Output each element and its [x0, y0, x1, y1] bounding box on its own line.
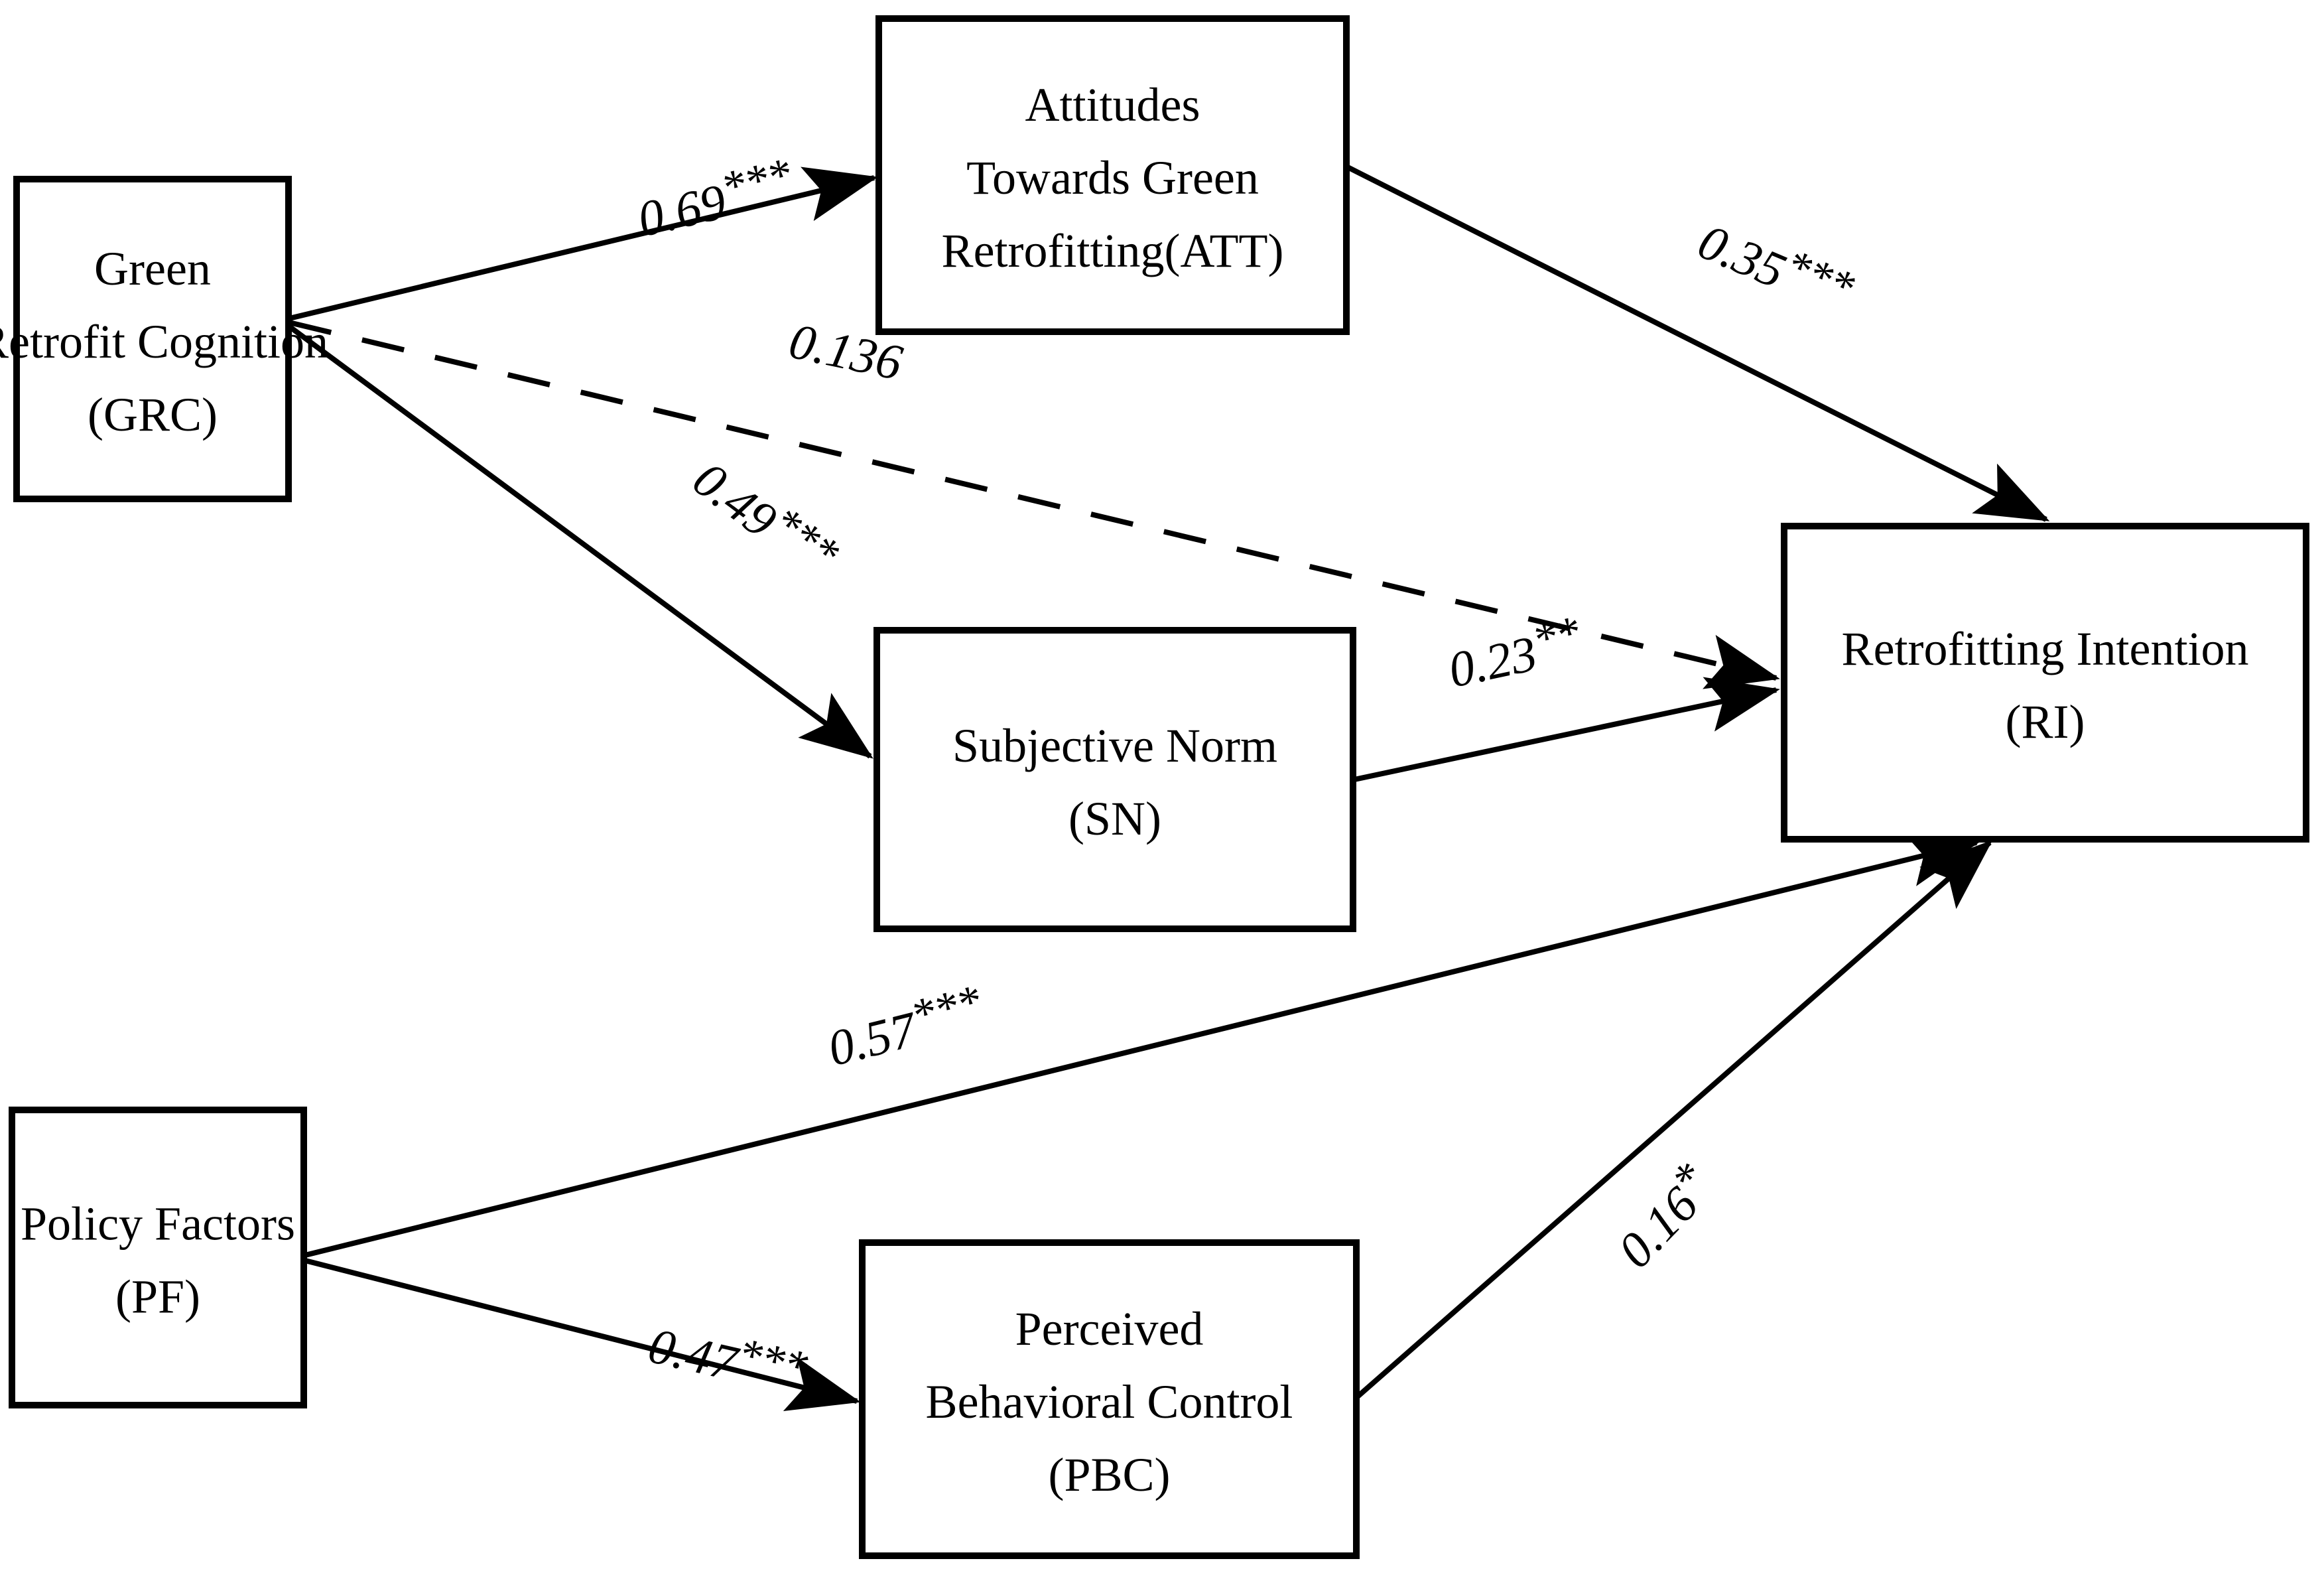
edge-GRC-ATT-coefficient: 0.69*** — [631, 149, 799, 247]
node-RI-box — [1781, 523, 2309, 843]
node-SN-box — [873, 627, 1356, 932]
edge-SN-RI-coefficient: 0.23** — [1442, 607, 1587, 699]
node-RI-label: Retrofitting Intention(RI) — [1842, 622, 2249, 748]
edge-GRC-SN-line — [287, 324, 873, 759]
node-GRC-box — [13, 176, 292, 502]
edge-PBC-RI-coefficient: 0.16* — [1600, 1153, 1724, 1278]
edge-GRC-SN-coefficient: 0.49*** — [683, 444, 848, 590]
node-RI: Retrofitting Intention(RI) — [1781, 523, 2309, 843]
significance-stars: ** — [1528, 607, 1584, 667]
edge-SN-RI-line — [1354, 677, 1780, 782]
significance-stars: *** — [716, 149, 796, 214]
edge-GRC-RI-line — [289, 320, 1780, 689]
edge-ATT-RI-coefficient: 0.35*** — [1691, 205, 1861, 326]
edge-PBC-RI-line — [1356, 840, 1993, 1399]
node-SN-label: Subjective Norm(SN) — [952, 719, 1277, 845]
edge-GRC-ATT-line — [289, 167, 878, 321]
significance-stars: *** — [906, 976, 986, 1042]
node-SN: Subjective Norm(SN) — [873, 627, 1356, 932]
node-PF-label: Policy Factors(PF) — [21, 1197, 295, 1324]
node-PBC-box — [859, 1239, 1360, 1559]
edges-layer — [287, 165, 2050, 1412]
significance-stars: *** — [733, 1328, 812, 1394]
edge-PF-PBC-coefficient: 0.47*** — [643, 1308, 812, 1407]
node-ATT-box — [875, 15, 1350, 335]
edge-PF-RI-line — [304, 832, 1980, 1258]
edge-PF-PBC-line — [304, 1258, 861, 1412]
edge-PF-RI-coefficient: 0.57*** — [820, 976, 990, 1077]
edge-ATT-RI-line — [1346, 165, 2050, 522]
node-PF-box — [9, 1107, 307, 1408]
node-PF: Policy Factors(PF) — [9, 1107, 307, 1408]
